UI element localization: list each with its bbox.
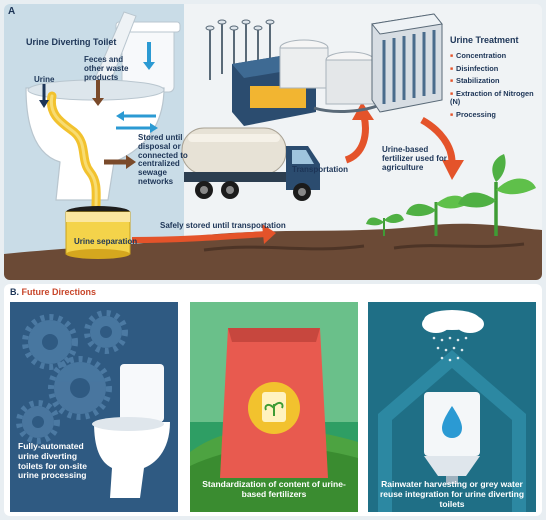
future-card-rainwater: Rainwater harvesting or grey water reuse…	[368, 302, 536, 512]
panel-b-letter: B.	[10, 287, 19, 297]
container-base	[66, 249, 130, 259]
treatment-title: Urine Treatment	[450, 35, 519, 45]
card-caption: Rainwater harvesting or grey water reuse…	[379, 479, 525, 509]
panel-a-letter: A	[8, 6, 16, 17]
gears-toilet-illustration	[16, 310, 170, 498]
card-caption: Standardization of content of urine-base…	[202, 479, 346, 499]
fertilizer-bag-illustration	[190, 302, 358, 512]
treatment-step: Disinfection	[450, 64, 542, 73]
future-card-standardization: Standardization of content of urine-base…	[190, 302, 358, 512]
urine-separation-label: Urine separation	[74, 237, 138, 246]
panel-a: A Urine Diverting Toilet Urine Feces and…	[4, 4, 542, 280]
toilet-title: Urine Diverting Toilet	[26, 37, 117, 47]
card-toilet-bowl	[94, 422, 170, 498]
fertilizer-arrow	[420, 116, 456, 163]
panel-b-title: Future Directions	[21, 287, 97, 297]
urine-pipe-highlight	[49, 94, 98, 210]
card-toilet-tank	[120, 364, 164, 422]
treatment-step: Extraction of Nitrogen (N)	[450, 90, 542, 106]
container-top-band	[66, 212, 130, 222]
fertilizer-label: Urine-based fertilizer used for agricult…	[382, 145, 447, 172]
storage-arrow	[131, 231, 267, 243]
safely-stored-label: Safely stored until transportation	[160, 221, 286, 230]
soil-texture	[203, 244, 365, 252]
urine-label: Urine	[34, 75, 55, 84]
panel-b-header: B. Future Directions	[10, 287, 97, 298]
seedlings	[366, 154, 536, 236]
card-caption: Fully-automated urine diverting toilets …	[18, 441, 87, 481]
transport-arrow	[344, 115, 369, 164]
rainwater-house-illustration	[378, 310, 526, 512]
treatment-plant	[205, 13, 443, 126]
feces-label: Feces and other waste products	[84, 55, 129, 82]
treatment-step: Processing	[450, 110, 542, 119]
panel-a-illustration	[4, 4, 542, 280]
soil	[4, 223, 542, 280]
panel-b: B. Future Directions Fully-automated uri…	[4, 284, 542, 516]
treatment-step: Concentration	[450, 51, 542, 60]
water-drop-icon	[442, 406, 462, 438]
tanker-truck	[181, 127, 320, 201]
soil-texture	[393, 242, 525, 250]
treatment-steps-list: Concentration Disinfection Stabilization…	[450, 51, 542, 124]
transportation-label: Transportation	[292, 165, 349, 174]
future-card-automated-toilet: Fully-automated urine diverting toilets …	[10, 302, 178, 512]
treatment-step: Stabilization	[450, 77, 542, 85]
stored-label: Stored until disposal or connected to ce…	[138, 133, 188, 186]
